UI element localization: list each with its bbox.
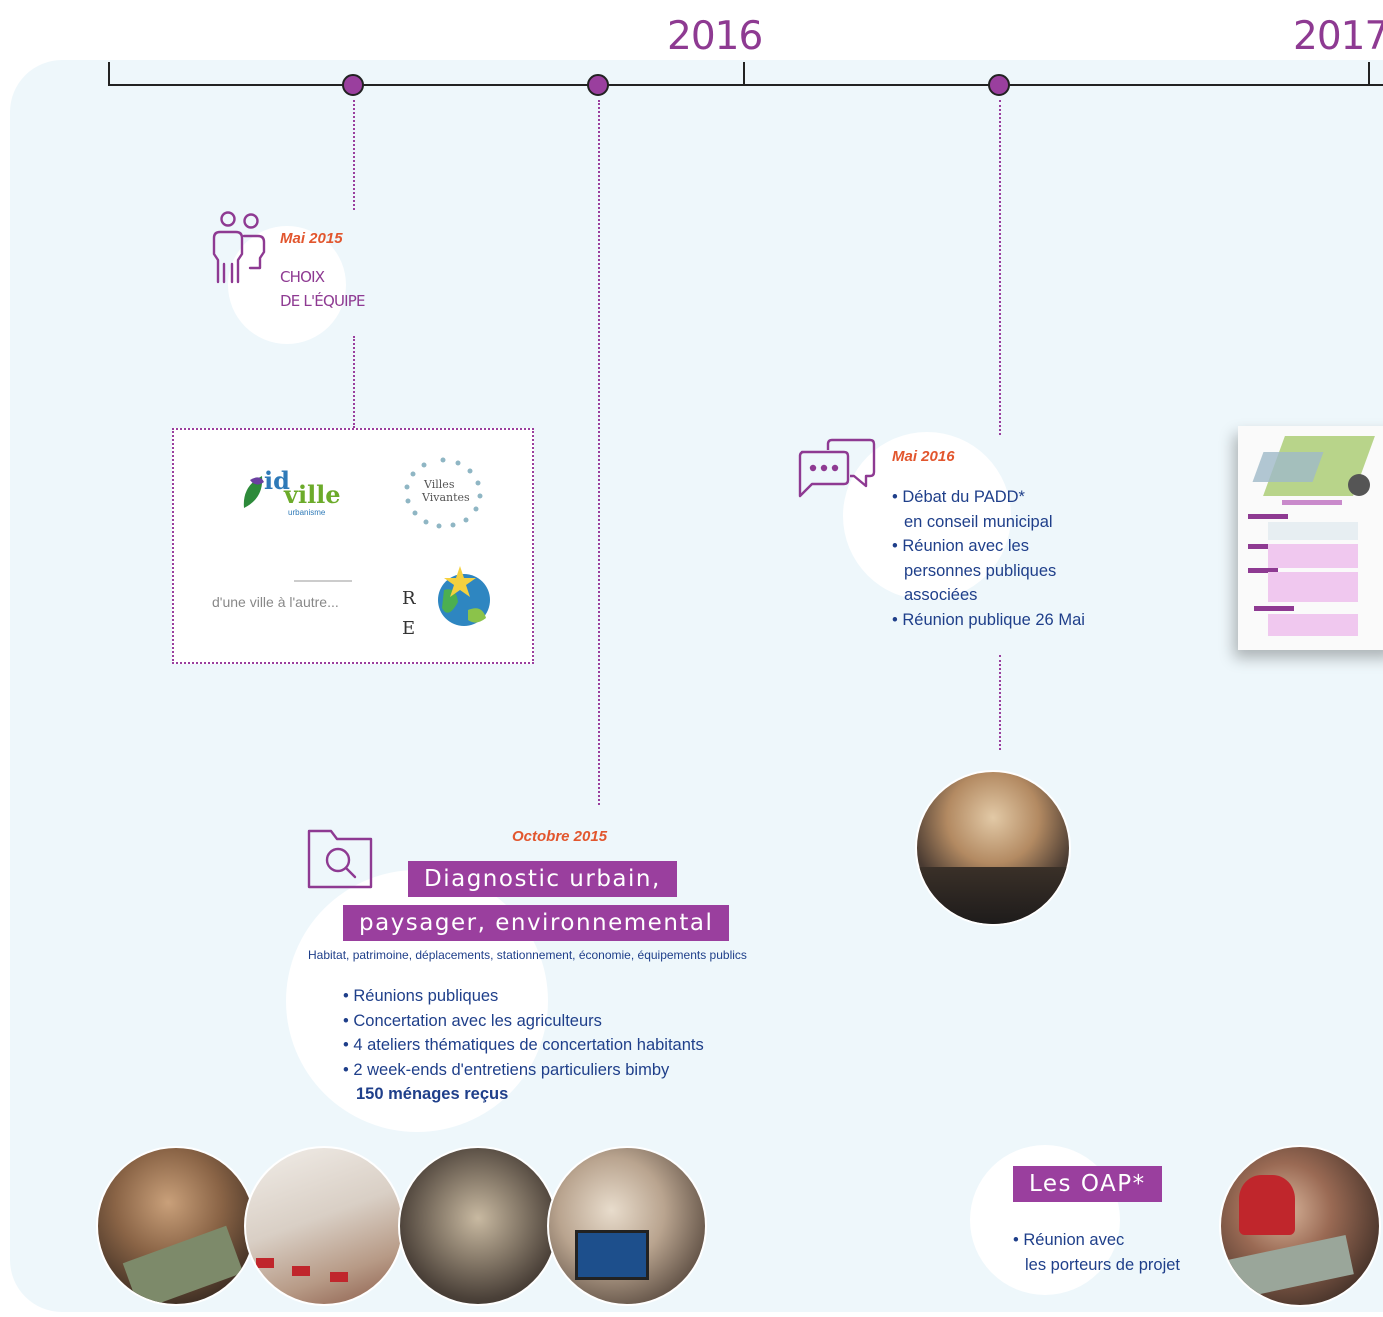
oap-meeting-photo (1219, 1145, 1381, 1307)
event-bullet-list: • Débat du PADD* en conseil municipal • … (892, 485, 1085, 632)
list-item: en conseil municipal (904, 512, 1053, 531)
workshop-photo (244, 1146, 404, 1306)
people-icon (212, 211, 266, 284)
event-backdrop (228, 226, 346, 344)
photo-crowd (917, 867, 1069, 924)
timeline-marker-octobre-2015[interactable] (587, 74, 609, 96)
connector-line (999, 655, 1001, 750)
workshop-photo (547, 1146, 707, 1306)
logo-text: Vivantes (422, 491, 470, 504)
logo-text: urbanisme (288, 508, 326, 517)
list-item: associées (904, 586, 978, 604)
photo-map-table (1228, 1234, 1354, 1300)
list-item: • Réunions publiques (343, 987, 499, 1005)
year-2016-label: 2016 (667, 14, 763, 59)
connector-line (353, 100, 355, 210)
axis-start-tick (108, 62, 110, 86)
logo-d-une-ville: d'une ville à l'autre... (212, 572, 362, 622)
logo-text: R (402, 588, 416, 609)
doc-text-block (1268, 614, 1358, 636)
workshop-photo (96, 1146, 256, 1306)
photo-block (256, 1258, 274, 1268)
chat-bubbles-icon (798, 438, 876, 498)
doc-heading-bar (1248, 514, 1288, 519)
photo-person (1239, 1175, 1295, 1235)
timeline-marker-mai-2016[interactable] (988, 74, 1010, 96)
logo-villes-vivantes: Villes Vivantes (400, 454, 486, 530)
event-title-banner: Diagnostic urbain, (408, 861, 677, 897)
logo-text: E (402, 618, 416, 639)
year-2017-label: 2017 (1293, 14, 1383, 59)
list-item: 150 ménages reçus (356, 1085, 509, 1103)
doc-heading-bar (1254, 606, 1294, 611)
globe-star-icon (438, 566, 490, 626)
meeting-photo (915, 770, 1071, 926)
doc-heading-bar (1248, 568, 1278, 573)
event-subtitle: Habitat, patrimoine, déplacements, stati… (308, 948, 747, 962)
logo-riviere-environnement: R E (398, 560, 494, 642)
list-item: • Concertation avec les agriculteurs (343, 1011, 602, 1030)
list-item: • Réunion avec les (892, 537, 1029, 555)
logo-text: Villes (424, 478, 455, 491)
event-date: Mai 2015 (280, 230, 343, 247)
connector-line (353, 336, 355, 428)
event-title: CHOIX DE L'ÉQUIPE (280, 265, 365, 313)
event-title-banner: paysager, environnemental (343, 905, 730, 941)
doc-text-block (1268, 544, 1358, 568)
event-backdrop (843, 432, 1011, 600)
timeline-marker-mai-2015[interactable] (342, 74, 364, 96)
doc-map-graphic (1252, 452, 1324, 482)
logo-text: ville (284, 480, 341, 509)
doc-text-block (1268, 522, 1358, 540)
photo-block (330, 1272, 348, 1282)
workshop-photo (398, 1146, 558, 1306)
list-item: • Réunion avec (1013, 1231, 1125, 1249)
doc-heading-bar (1248, 544, 1278, 549)
list-item: • 4 ateliers thématiques de concertation… (343, 1036, 704, 1054)
logo-id-ville: id ville urbanisme (240, 464, 341, 520)
event-title-line: DE L'ÉQUIPE (280, 292, 365, 310)
list-item: • Débat du PADD* (892, 488, 1025, 506)
logo-rule (294, 580, 352, 582)
list-item: • Réunion publique 26 Mai (892, 610, 1085, 629)
folder-search-icon (307, 829, 373, 889)
connector-line (999, 100, 1001, 435)
event-bullet-list: • Réunion avec les porteurs de projet (1013, 1228, 1180, 1277)
timeline-axis (108, 84, 1383, 86)
event-title-line: CHOIX (280, 268, 325, 286)
event-date: Mai 2016 (892, 448, 955, 465)
event-title-banner: Les OAP* (1013, 1166, 1162, 1202)
connector-line (598, 100, 600, 805)
logo-text: id (264, 466, 290, 495)
padd-document-thumbnail (1238, 426, 1383, 650)
list-item: les porteurs de projet (1025, 1255, 1181, 1274)
list-item: • 2 week-ends d'entretiens particuliers … (343, 1060, 670, 1079)
year-2016-tick (743, 62, 745, 86)
leaf-ring-icon (404, 457, 483, 529)
doc-text-block (1268, 572, 1358, 602)
doc-heading-bar (1282, 500, 1342, 505)
doc-seal (1348, 474, 1370, 496)
leaf-icon (243, 476, 264, 508)
event-date: Octobre 2015 (512, 828, 608, 845)
year-2017-tick (1368, 62, 1370, 86)
event-bullet-list: • Réunions publiques • Concertation avec… (343, 984, 704, 1107)
list-item: personnes publiques (904, 561, 1057, 580)
photo-block (292, 1266, 310, 1276)
photo-laptop (575, 1230, 649, 1280)
logo-text: d'une ville à l'autre... (212, 594, 339, 610)
team-logos-box: id ville urbanisme Villes Vivantes d'une… (172, 428, 534, 664)
